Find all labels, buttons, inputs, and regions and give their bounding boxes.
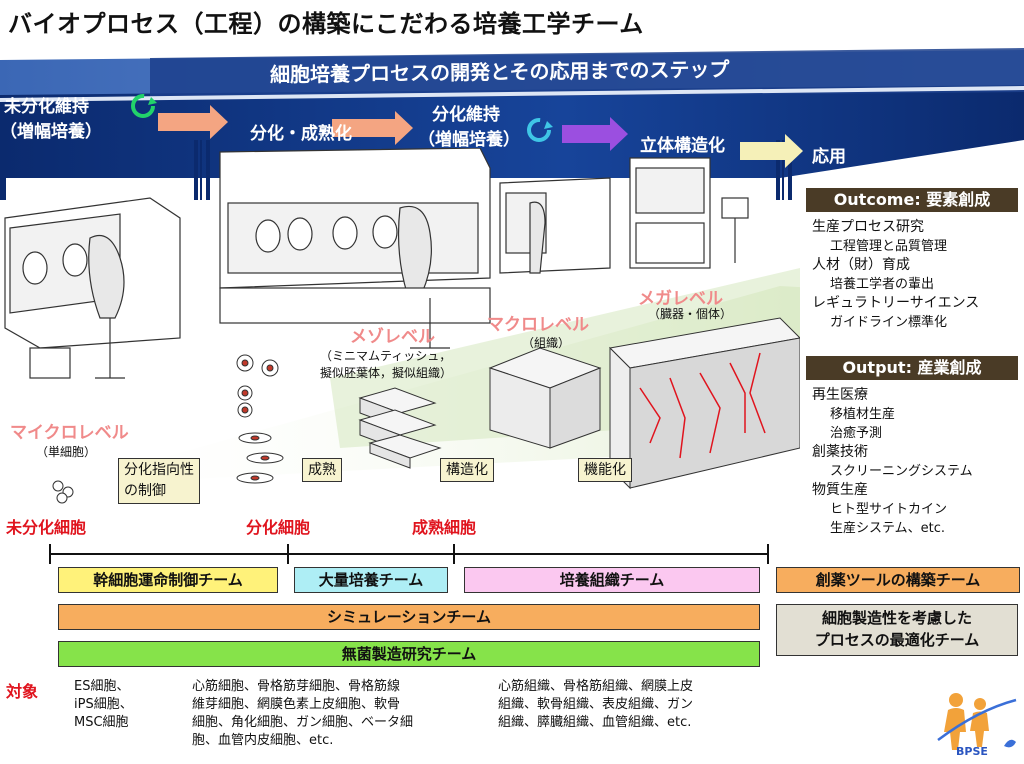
diff-direction-box: 分化指向性 の制御 <box>118 458 200 504</box>
target-line: 組織、軟骨組織、表皮組織、ガン <box>498 697 694 712</box>
target-stem-cells: ES細胞、 iPS細胞、 MSC細胞 <box>74 678 133 732</box>
step-undiff-maintain: 未分化維持 <box>4 97 89 117</box>
stage-differentiated: 分化細胞 <box>246 518 311 537</box>
timeline-axis <box>49 544 769 564</box>
arrow-1 <box>158 105 228 139</box>
step-diff-expansion: （増幅培養） <box>418 130 520 150</box>
macro-tissue-cube <box>488 347 602 449</box>
outcome-item-main: 人材（財）育成 <box>812 257 910 273</box>
bpse-logo <box>937 693 1017 750</box>
meso-tissue-blocks <box>358 387 442 469</box>
output-list: 再生医療 移植材生産 治癒予測 創薬技術 スクリーニングシステム 物質生産 ヒト… <box>812 386 973 538</box>
target-differentiated-cells: 心筋細胞、骨格筋芽細胞、骨格筋線 維芽細胞、網膜色素上皮細胞、軟骨 細胞、角化細… <box>192 678 413 750</box>
target-tissues: 心筋組織、骨格筋組織、網膜上皮 組織、軟骨組織、表皮組織、ガン 組織、膵臓組織、… <box>498 678 693 732</box>
arrow-4 <box>740 134 803 168</box>
diff-direction-line-1: 分化指向性 <box>124 462 194 478</box>
output-item-sub: スクリーニングシステム <box>830 464 973 479</box>
level-meso: メゾレベル <box>350 327 435 347</box>
target-line: 組織、膵臓組織、血管組織、etc. <box>498 715 692 730</box>
logo-text: BPSE <box>956 745 988 758</box>
output-item-main: 再生医療 <box>812 387 868 403</box>
outcome-item-main: 生産プロセス研究 <box>812 219 924 235</box>
outcome-item-main: レギュラトリーサイエンス <box>812 295 980 311</box>
level-mega: メガレベル <box>638 289 723 309</box>
team-aseptic: 無菌製造研究チーム <box>58 641 760 667</box>
target-line: 心筋細胞、骨格筋芽細胞、骨格筋線 <box>192 679 401 694</box>
step-diff-mature: 分化・成熟化 <box>250 124 352 144</box>
step-diff-maintain: 分化維持 <box>432 105 500 125</box>
target-label: 対象 <box>6 682 39 701</box>
outcome-item-sub: 培養工学者の輩出 <box>830 277 935 292</box>
stage-undifferentiated: 未分化細胞 <box>6 518 87 537</box>
stage-mature: 成熟細胞 <box>412 518 477 537</box>
maturation-box: 成熟 <box>302 458 342 482</box>
team-tissue-culture: 培養組織チーム <box>464 567 760 593</box>
team-drug-tools: 創薬ツールの構築チーム <box>776 567 1020 593</box>
page-title: バイオプロセス（工程）の構築にこだわる培養工学チーム <box>8 10 644 38</box>
level-macro: マクロレベル <box>487 315 589 335</box>
target-line: 細胞、角化細胞、ガン細胞、ベータ細 <box>192 715 414 730</box>
team-optimization: 細胞製造性を考慮した プロセスの最適化チーム <box>776 604 1018 656</box>
process-illustration <box>4 148 800 504</box>
outcome-item-sub: 工程管理と品質管理 <box>830 239 948 254</box>
process-banner <box>0 48 1024 200</box>
target-line: MSC細胞 <box>74 715 129 730</box>
arrow-3 <box>562 117 628 151</box>
team-simulation: シミュレーションチーム <box>58 604 760 630</box>
structuring-box: 構造化 <box>440 458 494 482</box>
output-item-main: 物質生産 <box>812 482 868 498</box>
production-system-illustration <box>499 157 749 274</box>
outcome-item-sub: ガイドライン標準化 <box>830 315 948 330</box>
target-line: 維芽細胞、網膜色素上皮細胞、軟骨 <box>192 697 401 712</box>
level-meso-sub-2: 擬似胚葉体，擬似組織） <box>320 366 453 380</box>
output-item-sub: 治癒予測 <box>830 426 883 441</box>
level-mega-sub: （臓器・個体） <box>648 307 733 321</box>
level-macro-sub: （組織） <box>522 336 571 350</box>
cycle-icon <box>527 118 553 142</box>
step-undiff-expansion: （増幅培養） <box>0 122 102 142</box>
functionalization-box: 機能化 <box>578 458 632 482</box>
step-application: 応用 <box>812 147 846 167</box>
team-optimization-line-1: 細胞製造性を考慮した <box>821 609 972 627</box>
team-optimization-line-2: プロセスの最適化チーム <box>814 631 980 649</box>
banner-title: 細胞培養プロセスの開発とその応用までのステップ <box>269 57 730 87</box>
level-meso-sub-1: （ミニマムティッシュ， <box>320 349 452 363</box>
cycle-icon <box>131 94 157 118</box>
clean-bench-illustration <box>4 197 181 379</box>
target-line: 胞、血管内皮細胞、etc. <box>192 733 334 748</box>
level-micro-sub: （単細胞） <box>36 445 97 459</box>
output-item-sub: ヒト型サイトカイン <box>830 502 948 517</box>
team-mass-culture: 大量培養チーム <box>294 567 448 593</box>
outcome-header: Outcome: 要素創成 <box>806 188 1018 212</box>
output-header: Output: 産業創成 <box>806 356 1018 380</box>
output-item-sub: 生産システム、etc. <box>830 521 945 536</box>
team-stem-cell: 幹細胞運命制御チーム <box>58 567 278 593</box>
target-line: iPS細胞、 <box>74 697 133 712</box>
level-micro: マイクロレベル <box>10 423 129 443</box>
differentiated-cells <box>236 354 284 484</box>
outcome-list: 生産プロセス研究 工程管理と品質管理 人材（財）育成 培養工学者の輩出 レギュラ… <box>812 218 979 332</box>
output-item-sub: 移植材生産 <box>830 407 896 422</box>
single-cells <box>52 480 74 504</box>
step-3d-structure: 立体構造化 <box>640 136 725 156</box>
isolator-illustration <box>219 148 491 349</box>
target-line: ES細胞、 <box>74 679 130 694</box>
arrow-2 <box>332 111 413 145</box>
mega-tissue-block <box>608 317 800 490</box>
diff-direction-line-2: の制御 <box>124 483 166 499</box>
target-line: 心筋組織、骨格筋組織、網膜上皮 <box>498 679 694 694</box>
output-item-main: 創薬技術 <box>812 444 868 460</box>
